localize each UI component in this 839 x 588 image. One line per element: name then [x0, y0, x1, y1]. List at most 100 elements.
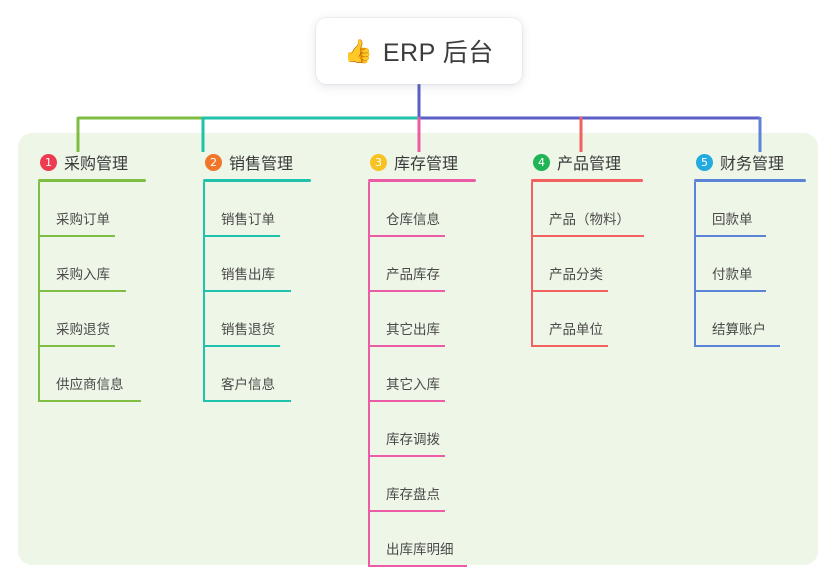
leaf-node-rule: [38, 290, 126, 292]
leaf-node[interactable]: 仓库信息: [368, 182, 476, 237]
leaf-node-rule: [531, 290, 608, 292]
leaf-node[interactable]: 销售出库: [203, 237, 311, 292]
leaf-node-label: 客户信息: [221, 377, 275, 392]
leaf-node-rule: [368, 235, 445, 237]
thumbs-up-icon: 👍: [344, 37, 373, 64]
leaf-node[interactable]: 回款单: [694, 182, 806, 237]
leaf-node-rule: [694, 235, 766, 237]
branch-children: 销售订单销售出库销售退货客户信息: [203, 182, 311, 402]
branch-column-2[interactable]: 2 销售管理销售订单销售出库销售退货客户信息: [203, 150, 311, 402]
branch-header-rule: [694, 179, 806, 182]
branch-index-badge: 4: [533, 153, 550, 171]
root-node-erp-backend[interactable]: 👍 ERP 后台: [316, 18, 522, 84]
branch-spine: [368, 182, 370, 567]
leaf-node[interactable]: 产品分类: [531, 237, 643, 292]
leaf-node-label: 回款单: [712, 212, 753, 227]
branch-title: 库存管理: [394, 156, 459, 173]
leaf-node-label: 销售出库: [221, 267, 275, 282]
root-node-title: ERP 后台: [382, 39, 494, 67]
leaf-node[interactable]: 结算账户: [694, 292, 806, 347]
branch-column-1[interactable]: 1 采购管理采购订单采购入库采购退货供应商信息: [38, 150, 146, 402]
leaf-node[interactable]: 采购入库: [38, 237, 146, 292]
diagram-background-panel: [18, 133, 818, 565]
leaf-node-rule: [531, 235, 644, 237]
leaf-node-label: 产品单位: [549, 322, 603, 337]
leaf-node-label: 产品（物料）: [549, 212, 630, 227]
branch-header-4[interactable]: 4 产品管理: [531, 150, 643, 174]
branch-title: 销售管理: [229, 156, 294, 173]
leaf-node[interactable]: 销售订单: [203, 182, 311, 237]
leaf-node-label: 采购入库: [56, 267, 110, 282]
branch-spine: [694, 182, 696, 347]
branch-column-4[interactable]: 4 产品管理产品（物料） 产品分类产品单位: [531, 150, 644, 347]
leaf-node-label: 供应商信息: [56, 377, 124, 392]
leaf-node-rule: [203, 400, 291, 402]
leaf-node-rule: [203, 345, 280, 347]
leaf-node[interactable]: 产品单位: [531, 292, 643, 347]
leaf-node-rule: [203, 290, 291, 292]
branch-header-2[interactable]: 2 销售管理: [203, 150, 311, 174]
leaf-node-label: 其它出库: [386, 322, 440, 337]
leaf-node-label: 产品库存: [386, 267, 440, 282]
leaf-node-label: 销售退货: [221, 322, 275, 337]
branch-children: 产品（物料） 产品分类产品单位: [531, 182, 644, 347]
leaf-node[interactable]: 出库库明细: [368, 512, 476, 567]
leaf-node-rule: [203, 235, 280, 237]
leaf-node[interactable]: 产品（物料）: [531, 182, 644, 237]
leaf-node[interactable]: 其它出库: [368, 292, 476, 347]
branch-index-badge: 2: [205, 153, 222, 171]
branch-header-1[interactable]: 1 采购管理: [38, 150, 146, 174]
branch-column-5[interactable]: 5 财务管理回款单付款单结算账户: [694, 150, 806, 347]
branch-spine: [203, 182, 205, 402]
leaf-node-rule: [368, 455, 445, 457]
branch-header-5[interactable]: 5 财务管理: [694, 150, 806, 174]
leaf-node-label: 采购订单: [56, 212, 110, 227]
branch-title: 采购管理: [64, 156, 129, 173]
leaf-node[interactable]: 采购退货: [38, 292, 146, 347]
leaf-node[interactable]: 库存盘点: [368, 457, 476, 512]
leaf-node-label: 销售订单: [221, 212, 275, 227]
leaf-node-rule: [694, 290, 766, 292]
leaf-node[interactable]: 库存调拨: [368, 402, 476, 457]
leaf-node-label: 库存盘点: [386, 487, 440, 502]
branch-header-rule: [38, 179, 146, 182]
leaf-node[interactable]: 其它入库: [368, 347, 476, 402]
leaf-node-label: 出库库明细: [386, 542, 454, 557]
leaf-node-label: 产品分类: [549, 267, 603, 282]
leaf-node-rule: [38, 235, 115, 237]
leaf-node-rule: [368, 345, 445, 347]
leaf-node-rule: [694, 345, 780, 347]
leaf-node-rule: [368, 565, 467, 567]
branch-index-badge: 3: [370, 153, 387, 171]
leaf-node-rule: [38, 345, 115, 347]
branch-header-rule: [368, 179, 476, 182]
branch-header-3[interactable]: 3 库存管理: [368, 150, 476, 174]
leaf-node-rule: [368, 510, 445, 512]
leaf-node-label: 采购退货: [56, 322, 110, 337]
branch-header-rule: [203, 179, 311, 182]
leaf-node[interactable]: 供应商信息: [38, 347, 146, 402]
leaf-node-rule: [368, 290, 445, 292]
leaf-node[interactable]: 产品库存: [368, 237, 476, 292]
leaf-node-rule: [368, 400, 445, 402]
leaf-node-label: 库存调拨: [386, 432, 440, 447]
branch-index-badge: 5: [696, 153, 713, 171]
leaf-node-label: 付款单: [712, 267, 753, 282]
branch-column-3[interactable]: 3 库存管理仓库信息产品库存其它出库其它入库库存调拨库存盘点出库库明细: [368, 150, 476, 567]
branch-children: 回款单付款单结算账户: [694, 182, 806, 347]
branch-title: 财务管理: [720, 156, 785, 173]
leaf-node-label: 仓库信息: [386, 212, 440, 227]
branch-title: 产品管理: [557, 156, 622, 173]
branch-index-badge: 1: [40, 153, 57, 171]
leaf-node-label: 其它入库: [386, 377, 440, 392]
leaf-node[interactable]: 采购订单: [38, 182, 146, 237]
leaf-node-rule: [531, 345, 608, 347]
leaf-node[interactable]: 客户信息: [203, 347, 311, 402]
branch-children: 仓库信息产品库存其它出库其它入库库存调拨库存盘点出库库明细: [368, 182, 476, 567]
branch-header-rule: [531, 179, 643, 182]
leaf-node-label: 结算账户: [712, 322, 766, 337]
leaf-node-rule: [38, 400, 141, 402]
branch-children: 采购订单采购入库采购退货供应商信息: [38, 182, 146, 402]
leaf-node[interactable]: 销售退货: [203, 292, 311, 347]
leaf-node[interactable]: 付款单: [694, 237, 806, 292]
